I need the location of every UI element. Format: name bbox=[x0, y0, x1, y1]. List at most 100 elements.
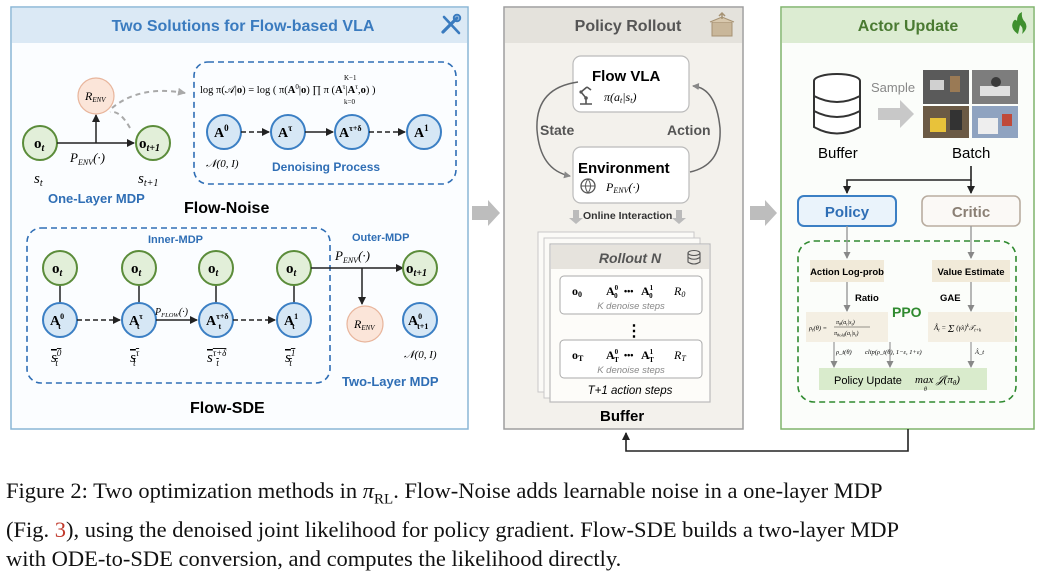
state-label: State bbox=[540, 122, 574, 138]
svg-text:A0t: A0t bbox=[50, 312, 64, 331]
one-layer-mdp-label: One-Layer MDP bbox=[48, 191, 145, 206]
svg-text:ρ_t(θ): ρ_t(θ) bbox=[835, 349, 852, 356]
svg-text:s1t: s1t bbox=[285, 348, 295, 368]
right-title-bar bbox=[782, 8, 1033, 43]
ratio-formula: ρt(θ) = bbox=[808, 325, 827, 334]
sde-node-o-2 bbox=[198, 250, 234, 286]
svg-text:A00: A00 bbox=[606, 284, 619, 300]
svg-text:s0t: s0t bbox=[51, 348, 62, 368]
sde-node-o-t1 bbox=[402, 250, 438, 286]
policy-update-label: Policy Update bbox=[834, 375, 902, 387]
sde-node-a-3 bbox=[276, 302, 312, 338]
environment-box bbox=[572, 146, 690, 204]
svg-text:Aτ+δ: Aτ+δ bbox=[339, 124, 362, 141]
svg-text:k=0: k=0 bbox=[344, 98, 355, 106]
sample-arrow bbox=[878, 100, 914, 128]
denoise-chain: A0 Aτ Aτ+δ A1 bbox=[206, 114, 442, 150]
denoising-process-label: Denoising Process bbox=[272, 160, 380, 174]
sde-node-o-0 bbox=[42, 250, 78, 286]
down-arrow-right bbox=[672, 210, 686, 224]
svg-text:Critic: Critic bbox=[952, 204, 990, 221]
rollout-row-0 bbox=[559, 275, 703, 315]
ppo-label: PPO bbox=[892, 304, 922, 320]
svg-text:RENV: RENV bbox=[353, 317, 375, 332]
svg-text:R0: R0 bbox=[673, 284, 685, 299]
svg-text:A1: A1 bbox=[414, 123, 429, 141]
svg-text:A1T: A1T bbox=[641, 348, 654, 364]
svg-text:K denoise steps: K denoise steps bbox=[597, 301, 665, 312]
two-layer-mdp-label: Two-Layer MDP bbox=[342, 374, 439, 389]
sample-label: Sample bbox=[871, 80, 915, 95]
svg-text:Aτt: Aτt bbox=[129, 312, 143, 331]
action-label: Action bbox=[667, 122, 711, 138]
robot-arm-icon bbox=[579, 86, 592, 105]
pflow-label: PFLOW(·) bbox=[154, 307, 189, 319]
svg-text:sτt: sτt bbox=[130, 348, 140, 368]
flow-vla-label: Flow VLA bbox=[592, 68, 660, 85]
loop-back-arrow bbox=[622, 429, 909, 452]
svg-text:ot: ot bbox=[131, 261, 143, 279]
svg-text:πθ(at|st): πθ(at|st) bbox=[836, 319, 855, 327]
svg-text:K denoise steps: K denoise steps bbox=[597, 365, 665, 376]
svg-text:RENV: RENV bbox=[84, 89, 106, 104]
svg-text:st+1: st+1 bbox=[138, 171, 158, 189]
action-arc bbox=[689, 83, 721, 173]
svg-text:ot: ot bbox=[34, 136, 46, 154]
action-steps-label: T+1 action steps bbox=[588, 385, 673, 397]
action-logprob-label: Action Log-prob bbox=[810, 267, 884, 278]
svg-text:Â_t: Â_t bbox=[974, 348, 984, 356]
svg-text:A1t: A1t bbox=[284, 312, 298, 331]
rollout-row-T bbox=[559, 339, 703, 379]
penv-label: PENV(·) bbox=[69, 150, 105, 167]
svg-text:oT: oT bbox=[572, 348, 584, 363]
outer-mdp-label: Outer-MDP bbox=[352, 232, 409, 244]
middle-panel-title: Policy Rollout bbox=[575, 18, 682, 35]
svg-text:ot: ot bbox=[286, 261, 298, 279]
database-icon bbox=[813, 73, 861, 135]
environment-label: Environment bbox=[578, 160, 670, 177]
svg-text:sτ+δt: sτ+δt bbox=[207, 348, 227, 368]
left-panel-title: Two Solutions for Flow-based VLA bbox=[112, 18, 375, 35]
middle-title-bar bbox=[505, 8, 742, 43]
gae-label: GAE bbox=[940, 293, 961, 304]
svg-text:ot: ot bbox=[52, 261, 64, 279]
svg-text:⋮: ⋮ bbox=[626, 323, 642, 340]
batch-label: Batch bbox=[952, 145, 990, 162]
sde-node-o-1 bbox=[121, 250, 157, 286]
flow-noise-label: Flow-Noise bbox=[184, 200, 269, 217]
svg-text:A0: A0 bbox=[214, 123, 229, 141]
globe-icon bbox=[580, 178, 596, 194]
svg-text:A0T: A0T bbox=[606, 348, 619, 364]
inner-mdp-label: Inner-MDP bbox=[148, 234, 203, 246]
svg-text:K−1: K−1 bbox=[344, 74, 357, 82]
svg-text:•••: ••• bbox=[624, 286, 633, 296]
figure-ref-link[interactable]: 3 bbox=[54, 516, 67, 542]
node-renv-top bbox=[77, 77, 115, 115]
down-arrow-left bbox=[569, 210, 583, 224]
node-a1 bbox=[406, 114, 442, 150]
svg-text:st: st bbox=[34, 171, 43, 189]
arrow-mid-to-right bbox=[750, 200, 777, 226]
sde-node-a0-t1 bbox=[402, 302, 438, 338]
state-arc bbox=[536, 81, 579, 179]
normal-noise-label: 𝒩(0, I) bbox=[206, 158, 239, 170]
svg-text:Aτ+δt: Aτ+δt bbox=[206, 312, 229, 331]
svg-text:ot+1: ot+1 bbox=[406, 261, 427, 279]
max-objective: max 𝒥(πθ) bbox=[915, 374, 960, 387]
left-title-bar bbox=[12, 8, 467, 43]
likelihood-formula: log π(𝒜|o) = log ( π(A0|o) ∏ π (Aτ|Aτ,o)… bbox=[200, 83, 376, 96]
node-renv-sde bbox=[346, 305, 384, 343]
svg-text:PENV(·): PENV(·) bbox=[605, 180, 639, 195]
svg-text:ot: ot bbox=[208, 261, 220, 279]
inner-mdp-box bbox=[26, 227, 331, 384]
tools-icon bbox=[441, 13, 462, 35]
svg-text:ot+1: ot+1 bbox=[139, 136, 160, 154]
figure-diagram: Two Solutions for Flow-based VLA ot ot+1… bbox=[10, 6, 1035, 452]
right-panel-title: Actor Update bbox=[858, 18, 959, 35]
svg-text:π(at|st): π(at|st) bbox=[604, 90, 636, 105]
left-panel bbox=[10, 6, 469, 430]
